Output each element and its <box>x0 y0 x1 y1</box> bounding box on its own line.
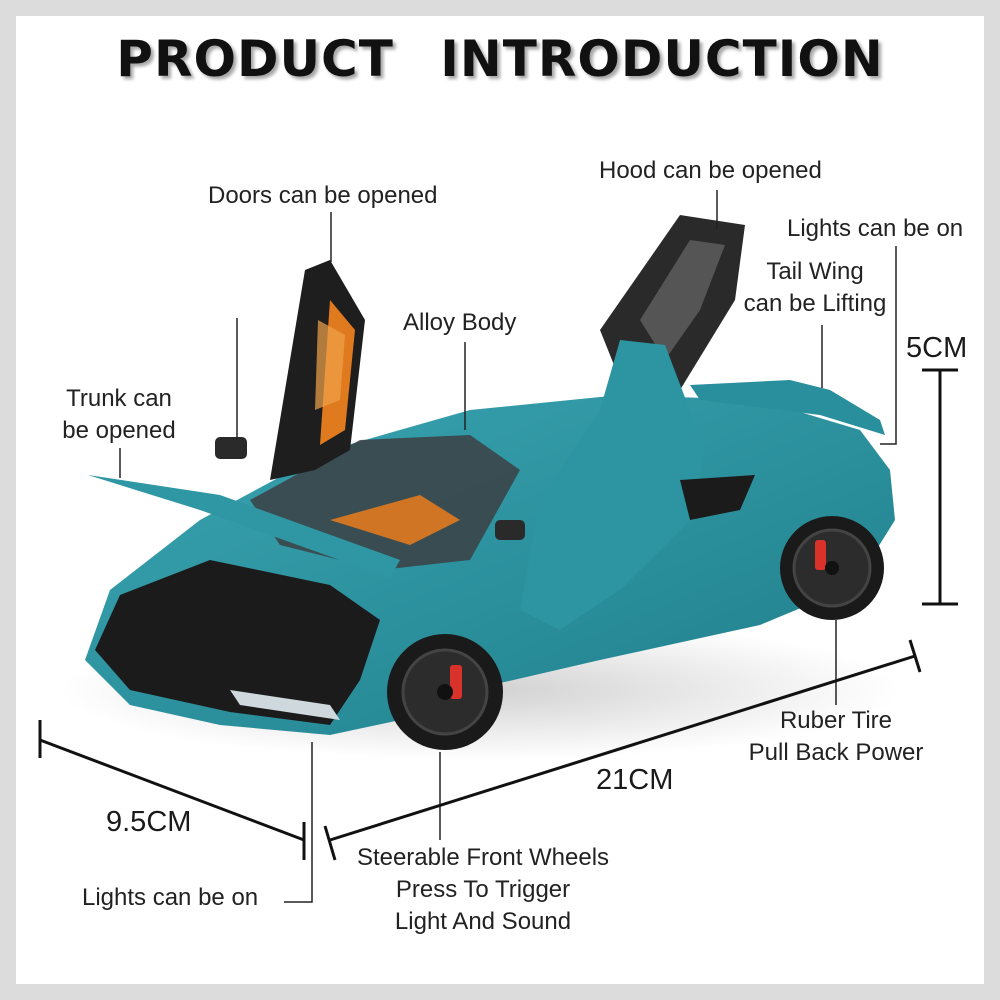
label-hood: Hood can be opened <box>599 157 822 184</box>
width-dim-line <box>39 738 305 842</box>
engine-cover-detail <box>640 240 725 360</box>
interior-seat <box>330 495 460 545</box>
front-hub <box>437 684 453 700</box>
label-trunk: Trunk can be opened <box>62 385 176 444</box>
dimension-width: 9.5CM <box>106 806 192 838</box>
label-steerable: Steerable Front Wheels Press To Trigger … <box>356 844 610 935</box>
label-lights-front: Lights can be on <box>82 884 259 911</box>
headlight <box>230 690 340 720</box>
side-intake <box>680 475 755 520</box>
dimension-length: 21CM <box>596 764 674 796</box>
dimension-height: 5CM <box>906 332 968 364</box>
left-mirror <box>215 437 247 459</box>
callout-lights-front <box>284 742 313 903</box>
label-tail-wing: Tail Wing can be Lifting <box>743 258 887 317</box>
callout-lights-rear <box>880 246 897 445</box>
right-door <box>520 340 705 630</box>
rear-hub <box>825 561 839 575</box>
rear-wing <box>690 380 885 435</box>
page-title: PRODUCT INTRODUCTION <box>116 30 884 88</box>
length-dim-line <box>329 654 916 842</box>
label-lights-rear: Lights can be on <box>787 215 964 242</box>
front-caliper <box>450 665 462 699</box>
left-door-hex <box>315 320 345 410</box>
right-mirror <box>495 520 525 540</box>
front-intake <box>95 560 380 725</box>
label-tire: Ruber Tire Pull Back Power <box>748 707 924 766</box>
label-doors: Doors can be opened <box>208 182 438 209</box>
label-alloy-body: Alloy Body <box>403 309 517 336</box>
rear-caliper <box>815 540 826 570</box>
trunk-lid <box>88 475 400 578</box>
